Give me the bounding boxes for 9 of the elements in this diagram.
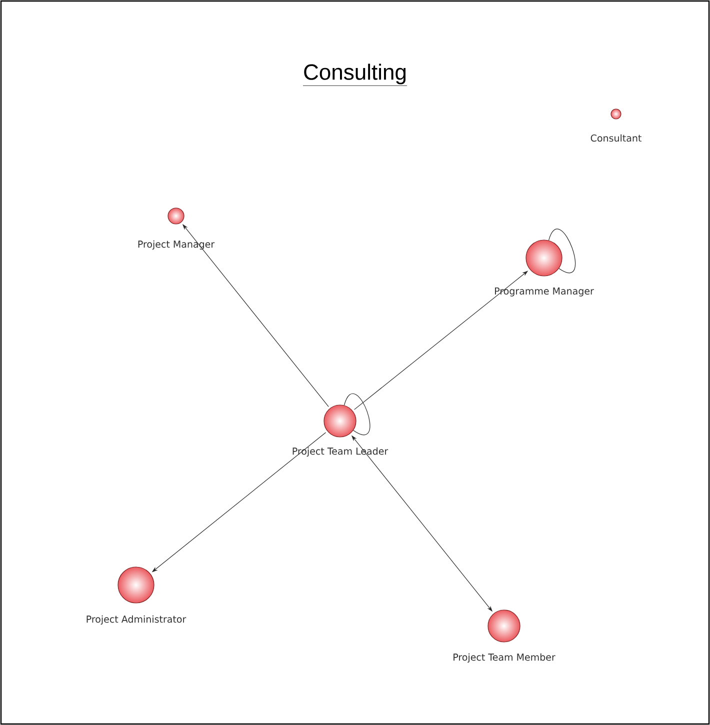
node-label: Project Administrator [86,615,186,625]
network-node: Consultant [590,108,642,142]
node-label: Consultant [590,134,642,142]
network-node: Project Team Member [454,610,556,663]
self-loop [344,394,370,435]
network-node: Project Administrator [86,566,186,625]
node-label: Project Team Member [454,653,556,663]
self-loop [548,228,576,273]
title: Consulting [302,64,408,86]
